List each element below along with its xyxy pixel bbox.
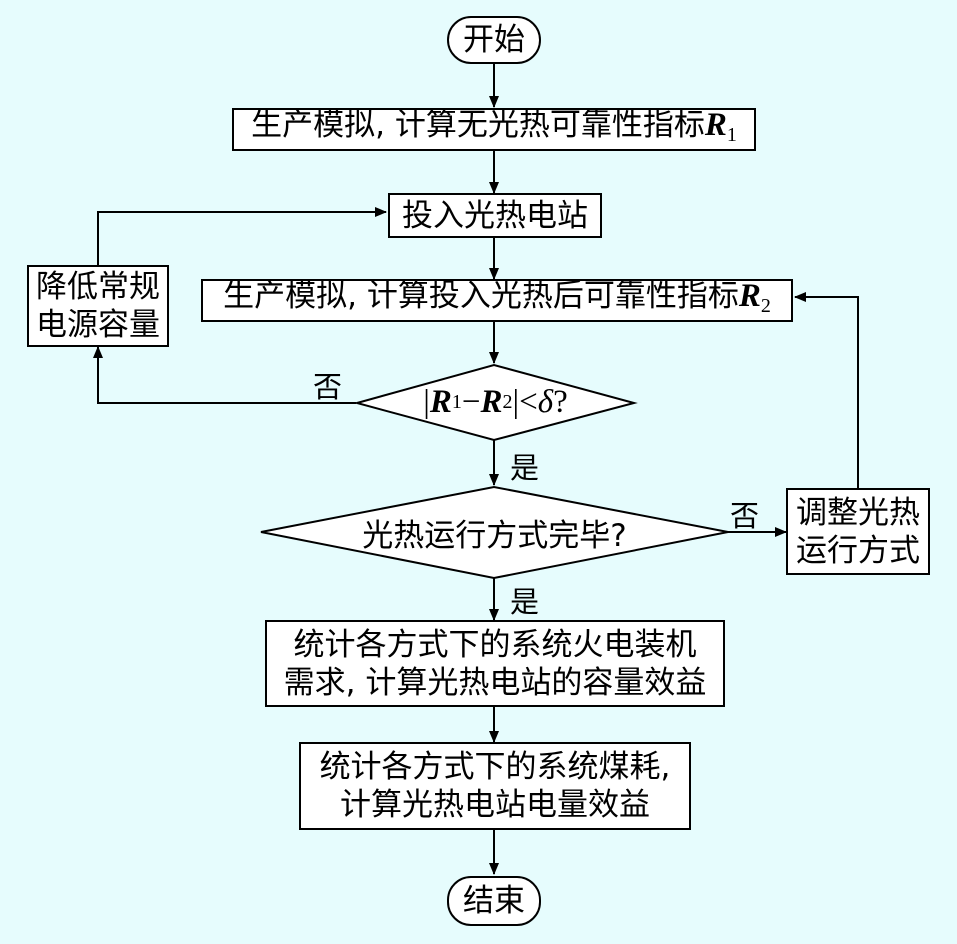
step-add-csp-station: 投入光热电站 xyxy=(388,193,602,238)
start-label: 开始 xyxy=(463,22,525,58)
step5-line1: 统计各方式下的系统煤耗, xyxy=(319,749,671,785)
step3-symbol: R2 xyxy=(738,277,771,317)
step3-text: 生产模拟, 计算投入光热后可靠性指标 xyxy=(223,277,739,314)
side-right-line2: 运行方式 xyxy=(796,532,920,569)
step2-text: 投入光热电站 xyxy=(402,197,588,234)
start-terminal: 开始 xyxy=(447,16,541,64)
arrow-left-to-step2 xyxy=(97,207,387,265)
label-yes-decision1: 是 xyxy=(510,451,540,485)
step4-line2: 需求, 计算光热电站的容量效益 xyxy=(283,664,707,701)
side-box-reduce-capacity: 降低常规 电源容量 xyxy=(27,265,169,347)
step4-line1: 统计各方式下的系统火电装机 xyxy=(293,626,697,663)
side-left-line2: 电源容量 xyxy=(36,307,160,343)
label-no-decision1: 否 xyxy=(313,370,343,404)
end-terminal: 结束 xyxy=(447,876,541,926)
step1-text: 生产模拟, 计算无光热可靠性指标 xyxy=(251,106,705,143)
end-label: 结束 xyxy=(463,883,525,919)
label-yes-decision2: 是 xyxy=(510,585,540,619)
arrow-decision1-no-left xyxy=(93,346,356,404)
step-energy-benefit: 统计各方式下的系统煤耗, 计算光热电站电量效益 xyxy=(299,742,691,830)
step5-line2: 计算光热电站电量效益 xyxy=(340,787,650,823)
decision-diamond-2 xyxy=(260,485,729,580)
arrow-right-to-step3 xyxy=(794,292,859,488)
step-capacity-benefit: 统计各方式下的系统火电装机 需求, 计算光热电站的容量效益 xyxy=(265,620,725,707)
step-production-simulation-r2: 生产模拟, 计算投入光热后可靠性指标R2 xyxy=(201,277,793,322)
decision-diamond-1 xyxy=(353,363,638,442)
decision2-condition: 光热运行方式完毕? xyxy=(362,518,627,554)
side-left-line1: 降低常规 xyxy=(36,269,160,305)
side-right-line1: 调整光热 xyxy=(796,494,920,531)
side-box-adjust-csp-mode: 调整光热 运行方式 xyxy=(786,488,930,575)
step-production-simulation-r1: 生产模拟, 计算无光热可靠性指标R1 xyxy=(232,106,756,151)
step1-symbol: R1 xyxy=(704,106,737,146)
label-no-decision2: 否 xyxy=(730,499,760,533)
